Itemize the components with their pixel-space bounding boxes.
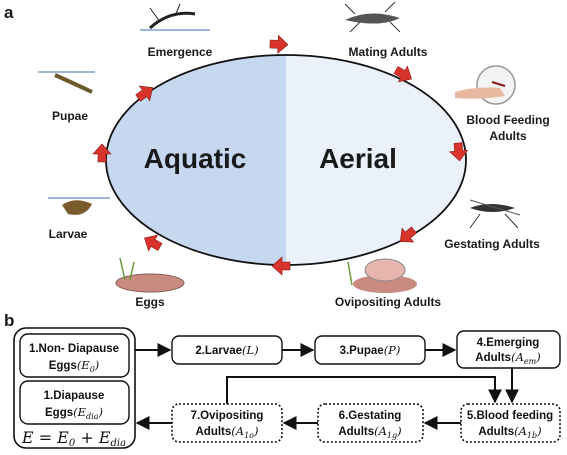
pupae-box-text: 3.Pupae(P) <box>340 343 401 357</box>
panel-b-label: b <box>4 311 14 330</box>
diapause-line2: Eggs(Edia) <box>45 405 103 421</box>
gestating-illustration <box>469 199 521 229</box>
label-blood-feeding-1: Blood Feeding <box>466 113 549 127</box>
arrow-eggs-larvae <box>144 234 163 252</box>
label-pupae: Pupae <box>52 109 88 123</box>
label-gestating-adults: Gestating Adults <box>444 237 540 251</box>
blood-feeding-line2: Adults(A1b) <box>478 424 541 440</box>
blood-feeding-line1: 5.Blood feeding <box>467 410 553 422</box>
aquatic-label: Aquatic <box>144 143 247 174</box>
eggs-illustration <box>115 257 185 293</box>
arrow-gestating-ovipositing <box>399 226 417 243</box>
ovipositing-line2: Adults(A1o) <box>196 424 259 440</box>
gestating-adults-box <box>317 403 424 443</box>
non-diapause-eggs-box <box>19 333 130 378</box>
arrow-mating-feeding <box>393 65 412 83</box>
blood-feeding-illustration <box>455 65 516 105</box>
arrow-larvae-pupae <box>92 143 112 163</box>
ovipositing-line1: 7.Ovipositing <box>191 410 264 422</box>
gestating-line2: Adults(A1g) <box>338 424 401 440</box>
flow-arrows <box>135 343 519 430</box>
label-blood-feeding-2: Adults <box>489 129 527 143</box>
non-diapause-line2: Eggs(E0) <box>49 358 100 374</box>
emergence-illustration <box>140 3 210 31</box>
larvae-box-text: 2.Larvae(L) <box>195 343 258 357</box>
blood-feeding-adults-box <box>460 403 561 443</box>
label-emergence: Emergence <box>148 45 213 59</box>
pupae-illustration <box>38 71 95 94</box>
label-larvae: Larvae <box>49 227 88 241</box>
emerging-line2: Adults(Aem) <box>475 350 540 366</box>
arrow-ovipositing-loop-to-feeding <box>226 376 502 404</box>
label-eggs: Eggs <box>135 295 165 309</box>
arrow-ovipositing-eggs <box>271 256 291 276</box>
ovipositing-illustration <box>347 258 417 293</box>
emerging-line1: 4.Emerging <box>477 337 540 349</box>
non-diapause-line1: 1.Non- Diapause <box>29 343 119 355</box>
emerging-adults-box <box>456 330 561 369</box>
cycle-arrows <box>92 34 469 276</box>
larvae-illustration <box>48 197 110 215</box>
aerial-label: Aerial <box>319 143 397 174</box>
arrow-feeding-gestating <box>449 142 469 162</box>
aquatic-half <box>106 55 286 265</box>
arrow-emergence-mating <box>269 34 289 54</box>
panel-a-label: a <box>4 3 14 22</box>
label-ovipositing-adults: Ovipositing Adults <box>335 295 442 309</box>
aerial-half <box>286 55 466 265</box>
gestating-line1: 6.Gestating <box>339 410 402 422</box>
label-mating-adults: Mating Adults <box>349 45 428 59</box>
eggs-equation: E = E0 + Edia <box>21 428 126 449</box>
diapause-eggs-box <box>19 380 130 425</box>
diapause-line1: 1.Diapause <box>44 390 105 402</box>
arrow-pupae-emergence <box>135 85 154 102</box>
mating-illustration <box>344 1 401 33</box>
